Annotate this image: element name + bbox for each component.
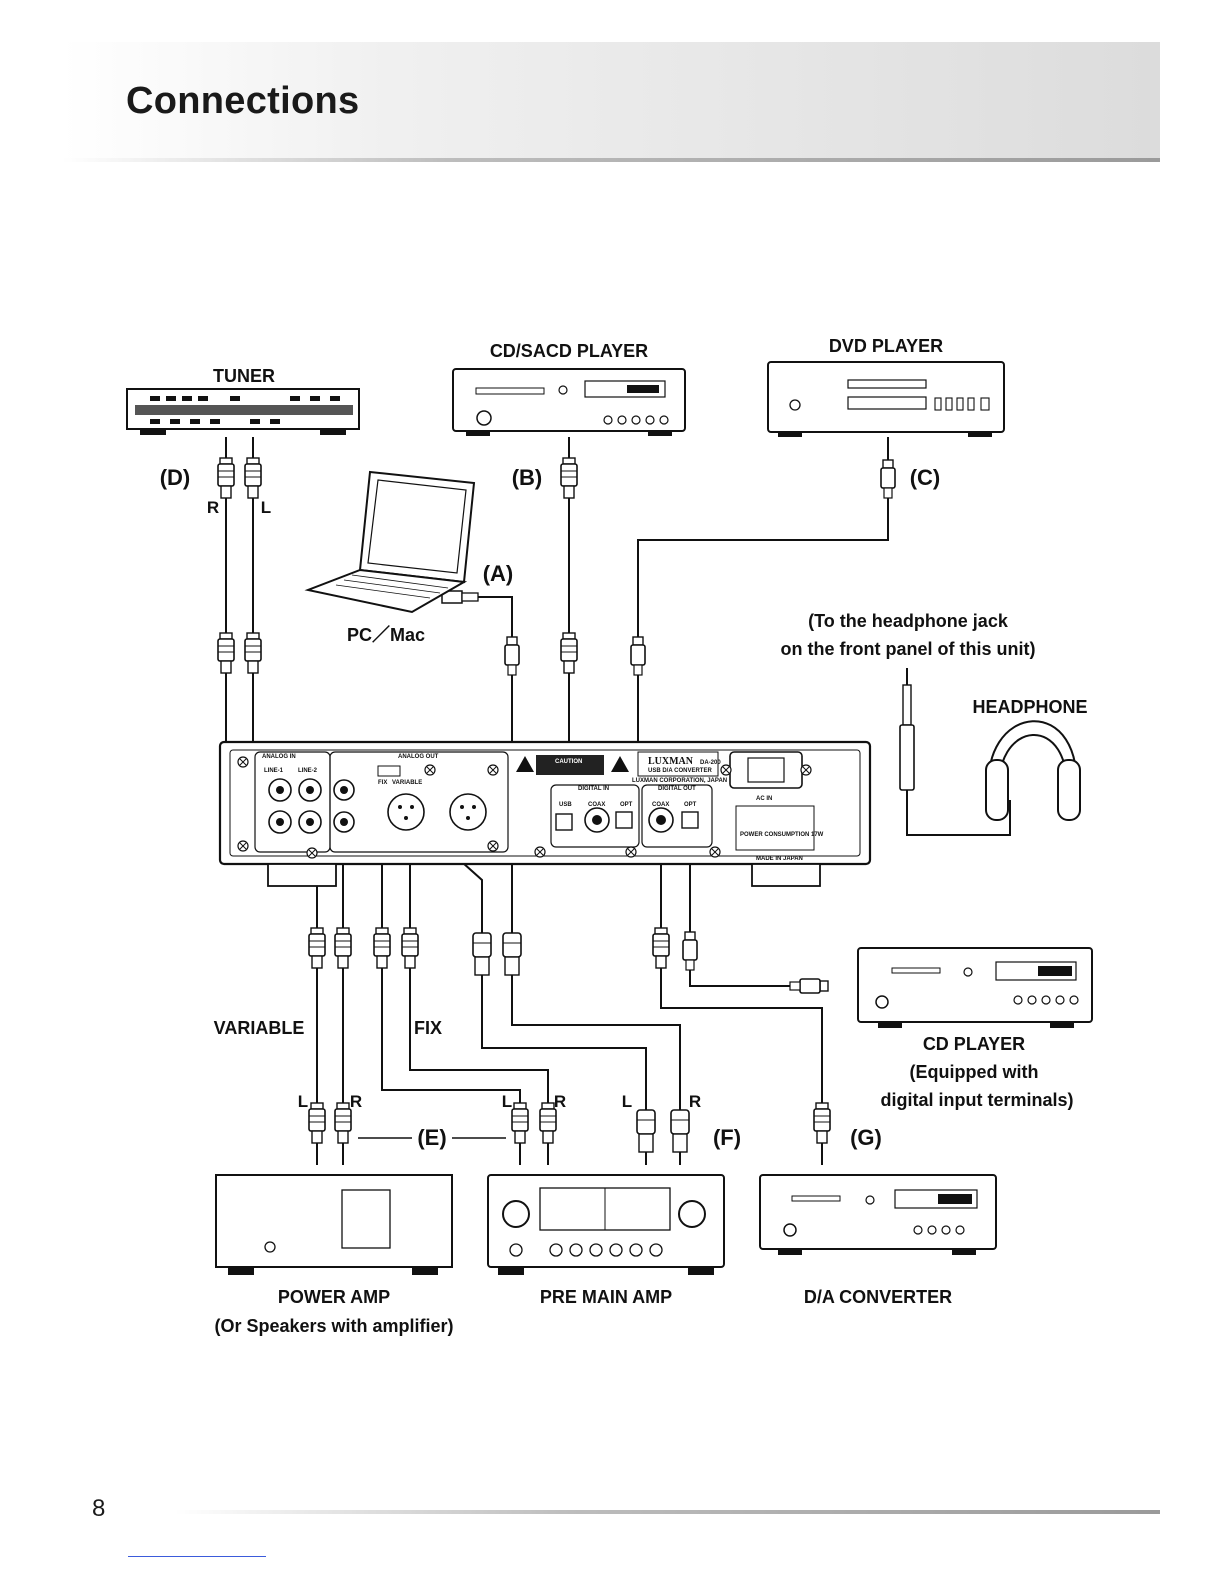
- da-converter-label: D/A CONVERTER: [804, 1287, 952, 1307]
- page-number: 8: [92, 1495, 106, 1522]
- headphone-device: [985, 720, 1081, 821]
- power-amp-r-label: R: [350, 1092, 362, 1111]
- cd-player-note-line1: (Equipped with: [910, 1062, 1039, 1082]
- tag-g: (G): [850, 1125, 882, 1150]
- tuner-r-label: R: [207, 498, 219, 517]
- cd-player-device: [857, 947, 1093, 1028]
- header-rule: [62, 158, 1160, 162]
- ac-in-label: AC IN: [756, 796, 772, 802]
- power-amp-label: POWER AMP: [278, 1287, 390, 1307]
- tag-b: (B): [512, 465, 543, 490]
- tuner-l-label: L: [261, 498, 271, 517]
- tag-f: (F): [713, 1125, 741, 1150]
- power-consumption-label: POWER CONSUMPTION 17W: [740, 832, 824, 838]
- xlr-l-label: L: [622, 1092, 632, 1111]
- maker-label: LUXMAN CORPORATION, JAPAN: [632, 778, 727, 784]
- plugs: [217, 457, 915, 1153]
- opt-out-label: OPT: [684, 802, 697, 808]
- variable-label: VARIABLE: [214, 1018, 305, 1038]
- dvd-player-label: DVD PLAYER: [829, 336, 943, 356]
- footer-rule: [175, 1510, 1160, 1514]
- pre-amp-l-label: L: [502, 1092, 512, 1111]
- subtitle-label: USB D/A CONVERTER: [648, 768, 712, 774]
- model-label: DA-200: [700, 760, 721, 766]
- main-unit-rear-panel: ANALOG IN ANALOG OUT LINE-1 LINE-2 FIX V…: [218, 740, 872, 887]
- da-converter-device: [759, 1174, 997, 1255]
- power-amp-note: (Or Speakers with amplifier): [214, 1316, 453, 1336]
- headphone-label: HEADPHONE: [972, 697, 1087, 717]
- dvd-player-device: [767, 361, 1005, 437]
- page-title: Connections: [126, 80, 360, 122]
- tag-e: (E): [417, 1125, 446, 1150]
- digital-out-label: DIGITAL OUT: [658, 786, 696, 792]
- made-in-label: MADE IN JAPAN: [756, 856, 803, 862]
- laptop-device: [304, 470, 476, 614]
- power-amp-device: [215, 1174, 453, 1275]
- xlr-r-label: R: [689, 1092, 701, 1111]
- variable-switch-label: VARIABLE: [392, 780, 422, 786]
- headphone-note-line1: (To the headphone jack: [808, 611, 1009, 631]
- fix-switch-label: FIX: [378, 780, 387, 786]
- tag-c: (C): [910, 465, 941, 490]
- coax-out-label: COAX: [652, 802, 669, 808]
- digital-in-label: DIGITAL IN: [578, 786, 609, 792]
- pre-amp-r-label: R: [554, 1092, 566, 1111]
- cd-sacd-player-device: [452, 368, 686, 436]
- cable-opt-cd: [689, 830, 820, 987]
- usb-label: USB: [559, 802, 572, 808]
- cable-g: [660, 830, 823, 1165]
- pre-main-amp-label: PRE MAIN AMP: [540, 1287, 672, 1307]
- line2-label: LINE-2: [298, 768, 318, 774]
- cd-player-label: CD PLAYER: [923, 1034, 1025, 1054]
- footer-link-underline: [128, 1556, 266, 1557]
- tuner-label: TUNER: [213, 366, 275, 386]
- coax-in-label: COAX: [588, 802, 605, 808]
- opt-in-label: OPT: [620, 802, 633, 808]
- header-band: [62, 42, 1160, 160]
- fix-label: FIX: [414, 1018, 442, 1038]
- power-amp-l-label: L: [298, 1092, 308, 1111]
- cd-player-note-line2: digital input terminals): [880, 1090, 1073, 1110]
- tag-a: (A): [483, 561, 514, 586]
- analog-in-label: ANALOG IN: [262, 754, 296, 760]
- cd-sacd-player-label: CD/SACD PLAYER: [490, 341, 648, 361]
- line1-label: LINE-1: [264, 768, 284, 774]
- caution-label: CAUTION: [555, 759, 582, 765]
- pre-main-amp-device: [487, 1174, 725, 1275]
- pc-mac-label: PC／Mac: [347, 625, 425, 645]
- analog-out-label: ANALOG OUT: [398, 754, 439, 760]
- tuner-device: [126, 388, 360, 435]
- headphone-note-line2: on the front panel of this unit): [781, 639, 1036, 659]
- brand-label: LUXMAN: [648, 756, 694, 767]
- tag-d: (D): [160, 465, 191, 490]
